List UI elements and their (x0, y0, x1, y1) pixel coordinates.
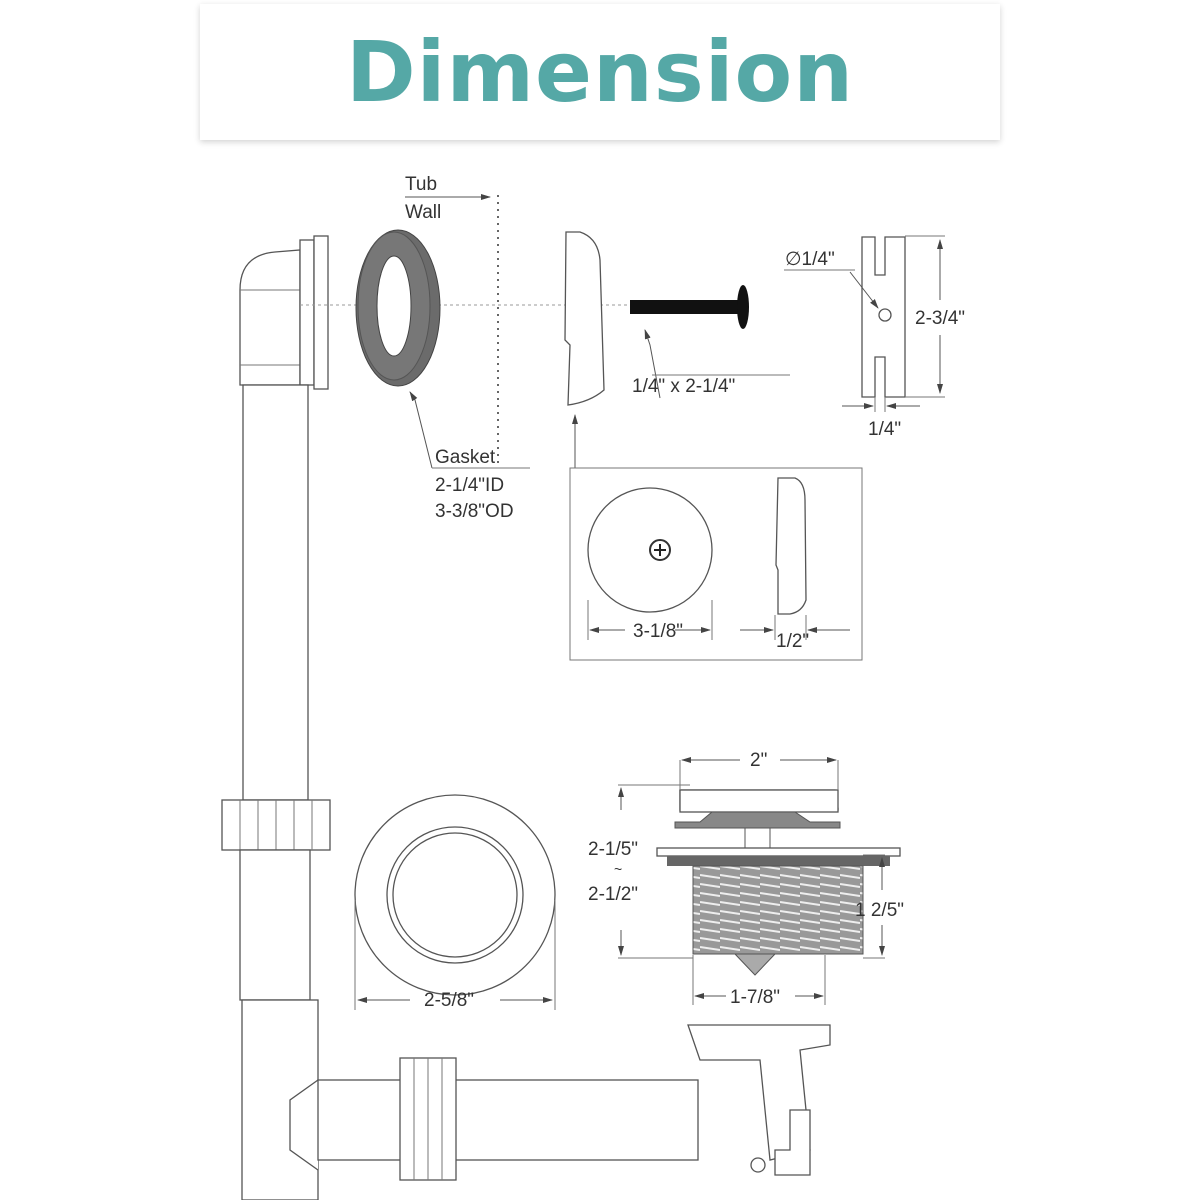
bolt-size-label: 1/4" x 2-1/4" (632, 376, 735, 397)
stopper-height-tilde: ~ (614, 861, 622, 877)
overflow-plate-side (564, 231, 605, 406)
gasket-label: Gasket (435, 447, 496, 468)
overflow-pipe (221, 235, 831, 1200)
gasket-id-label: 2-1/4"ID (435, 475, 504, 496)
title-banner: Dimension (200, 4, 1000, 140)
bracket-height-label: 2-3/4" (915, 308, 965, 329)
hole-diameter-label: ∅1/4" (785, 249, 835, 270)
wall-label: Wall (405, 202, 441, 223)
tub-label: Tub (405, 174, 437, 195)
stopper-top-label: 2" (750, 750, 767, 771)
gasket-od-label: 3-3/8"OD (435, 501, 514, 522)
thread-diameter-label: 1-7/8" (730, 987, 780, 1008)
stopper-height-min-label: 2-1/5" (588, 839, 638, 860)
thread-length-label: 1 2/5" (855, 900, 904, 921)
plate-depth-label: 1/2" (776, 631, 809, 652)
drain-stopper (656, 789, 901, 976)
stopper-height-max-label: 2-1/2" (588, 884, 638, 905)
trim-ring (354, 794, 556, 996)
bracket-width-label: 1/4" (868, 419, 901, 440)
bolt (630, 300, 740, 314)
page-title: Dimension (345, 23, 855, 121)
ring-diameter-label: 2-5/8" (424, 990, 474, 1011)
plate-diameter-label: 3-1/8" (633, 621, 683, 642)
gasket (355, 229, 441, 387)
